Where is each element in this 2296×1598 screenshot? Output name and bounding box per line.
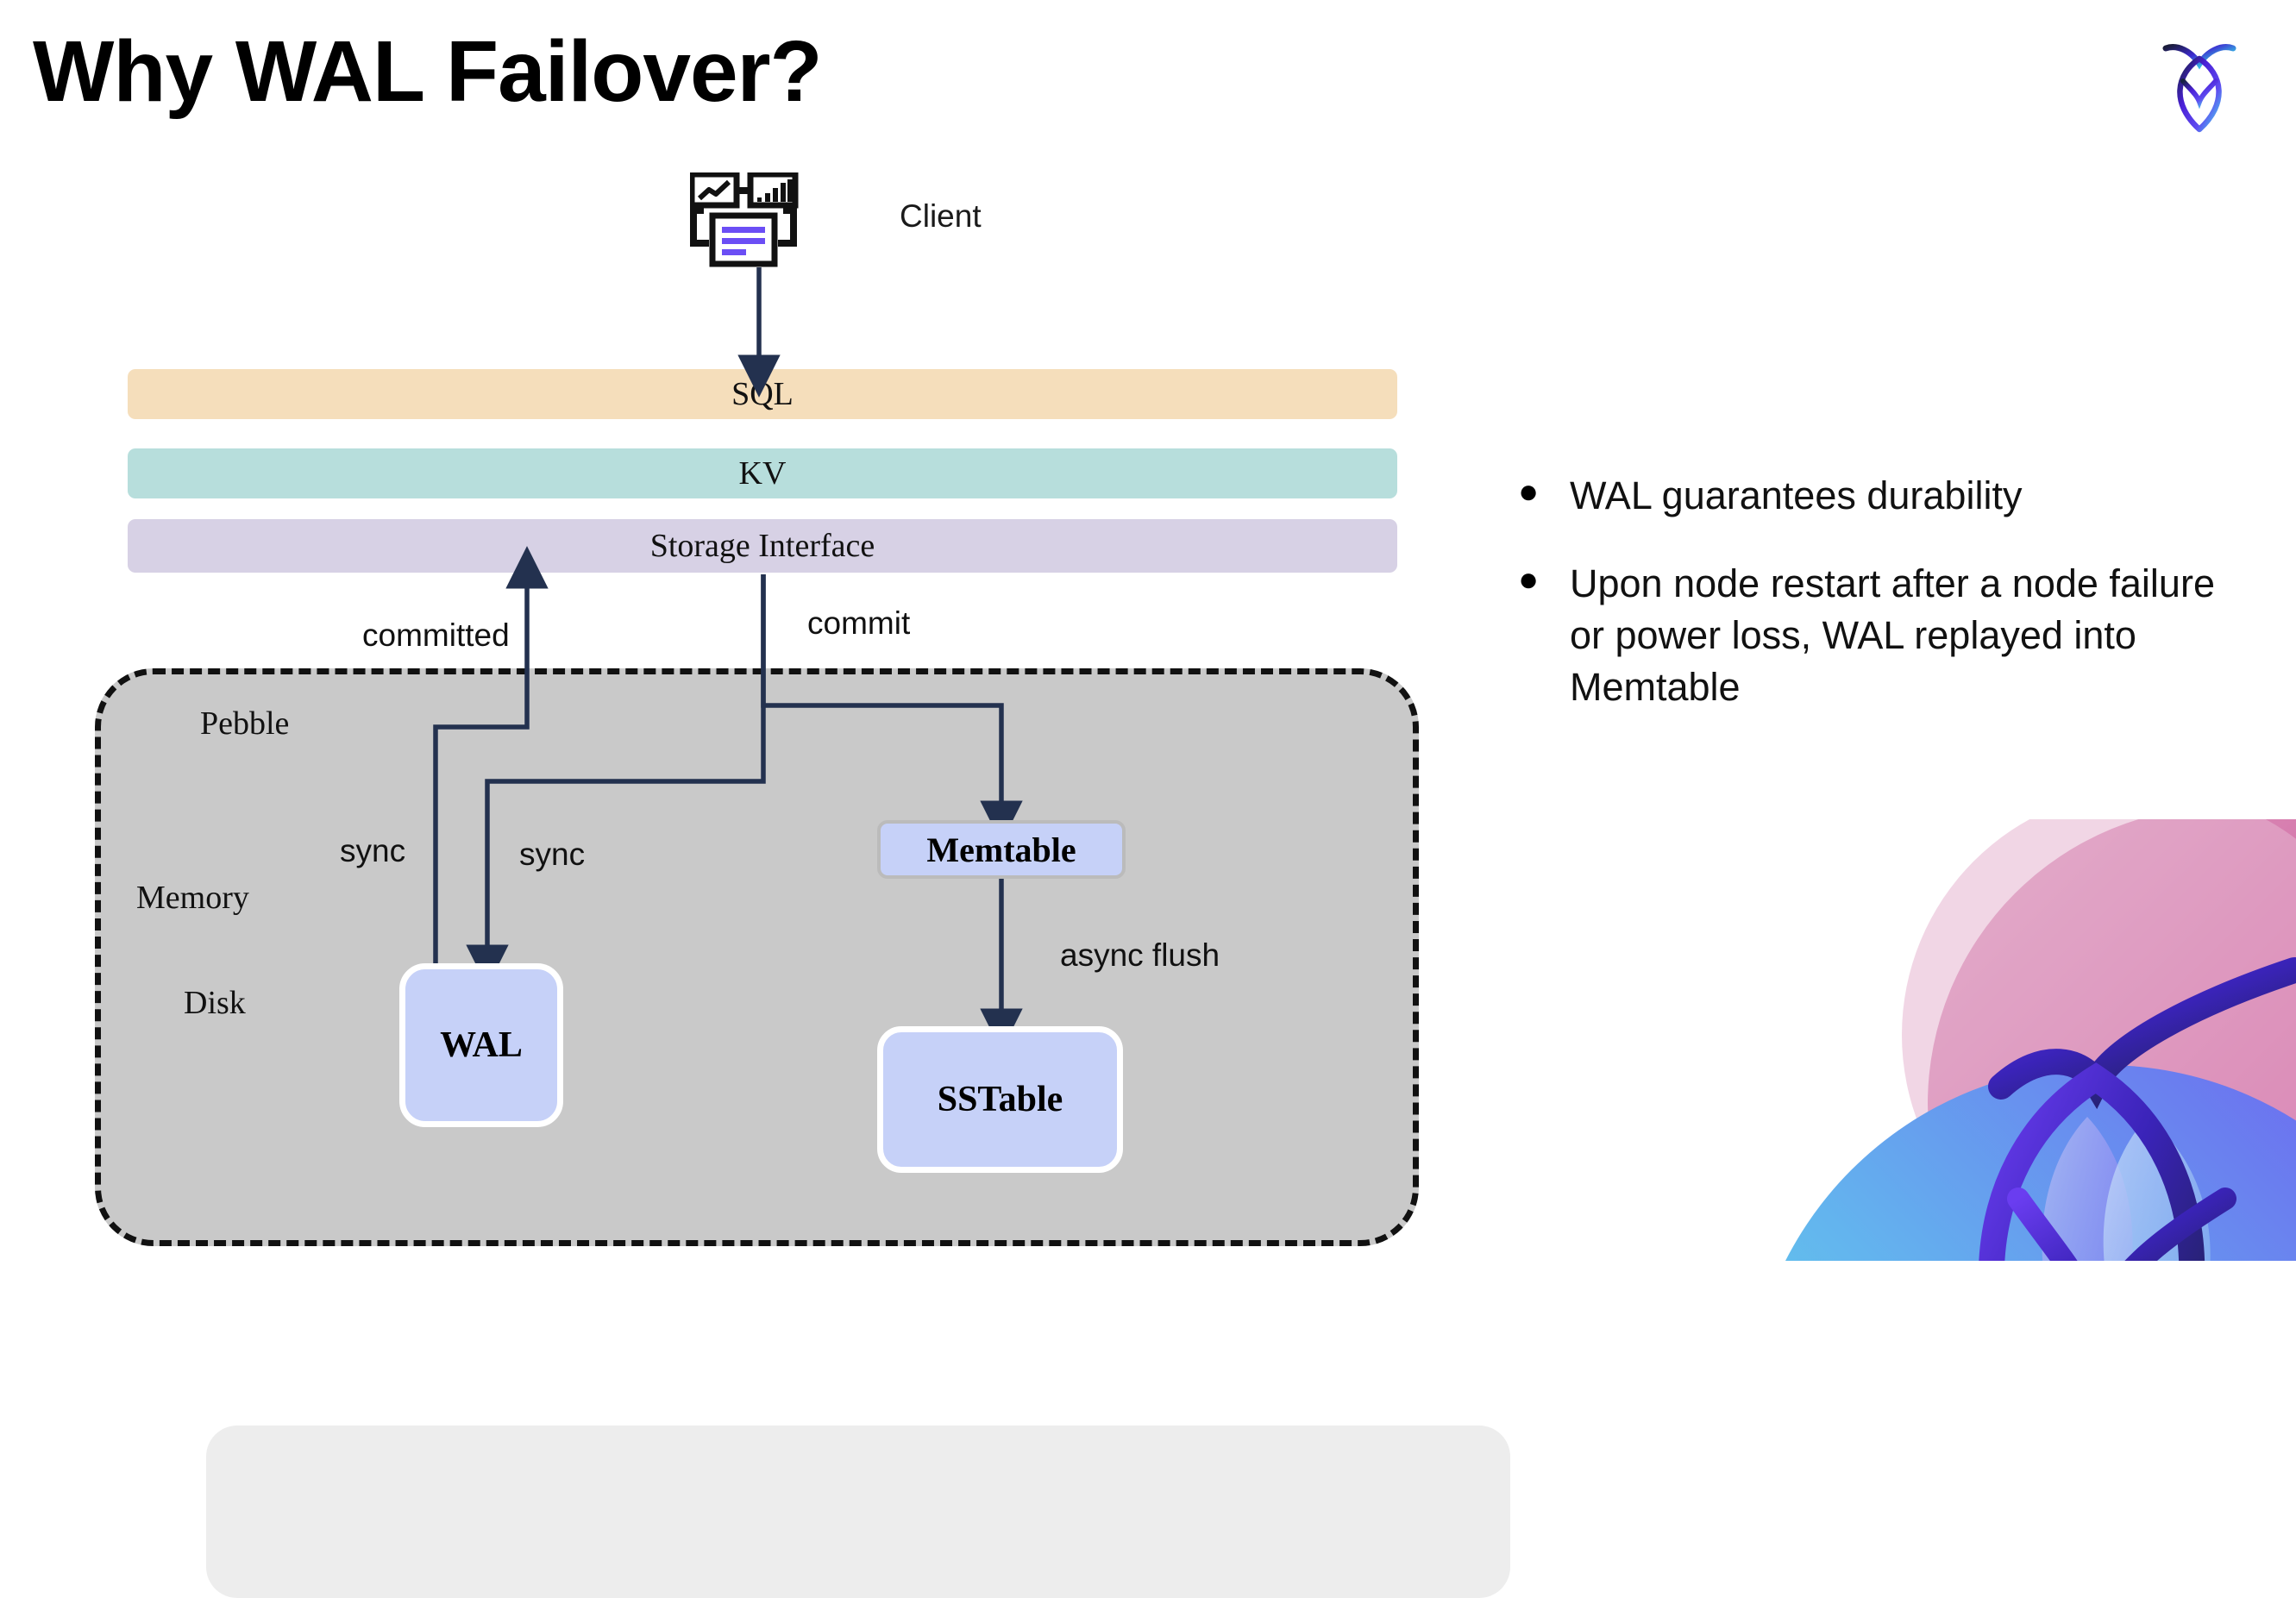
cockroachdb-decorative-logo-icon <box>1742 819 2296 1261</box>
memory-label: Memory <box>136 880 249 916</box>
edge-label-sync-left: sync <box>340 833 406 868</box>
node-label-wal: WAL <box>440 1025 523 1065</box>
memory-region <box>206 1426 1510 1598</box>
edge-label-committed: committed <box>362 617 510 653</box>
edge-label-commit: commit <box>807 605 911 641</box>
bullet-text: WAL guarantees durability <box>1570 473 2023 517</box>
cockroachdb-logo-icon <box>2152 33 2247 136</box>
client-terminal-icon <box>688 171 828 276</box>
bullet-list: ● WAL guarantees durability ● Upon node … <box>1518 470 2243 749</box>
node-wal: WAL <box>399 963 563 1127</box>
node-memtable: Memtable <box>877 820 1126 879</box>
layer-bar-sql: SQL <box>128 369 1397 419</box>
node-sstable: SSTable <box>877 1026 1123 1173</box>
list-item: ● WAL guarantees durability <box>1518 470 2243 522</box>
node-label-sstable: SSTable <box>937 1080 1063 1119</box>
client-label: Client <box>900 198 982 234</box>
bullet-marker-icon: ● <box>1518 560 1540 598</box>
layer-label-kv: KV <box>738 455 787 492</box>
edge-label-async-flush: async flush <box>1060 937 1220 973</box>
layer-bar-kv: KV <box>128 448 1397 498</box>
page-title: Why WAL Failover? <box>33 23 823 120</box>
bullet-marker-icon: ● <box>1518 473 1540 511</box>
disk-label: Disk <box>184 985 246 1021</box>
layer-label-storage-interface: Storage Interface <box>649 528 875 564</box>
layer-bar-storage-interface: Storage Interface <box>128 519 1397 573</box>
node-label-memtable: Memtable <box>926 830 1076 869</box>
bullet-text: Upon node restart after a node failure o… <box>1570 561 2215 709</box>
layer-label-sql: SQL <box>731 376 794 412</box>
pebble-container <box>95 668 1510 1598</box>
pebble-label: Pebble <box>200 705 290 742</box>
edge-label-sync-right: sync <box>519 837 586 872</box>
list-item: ● Upon node restart after a node failure… <box>1518 558 2243 713</box>
